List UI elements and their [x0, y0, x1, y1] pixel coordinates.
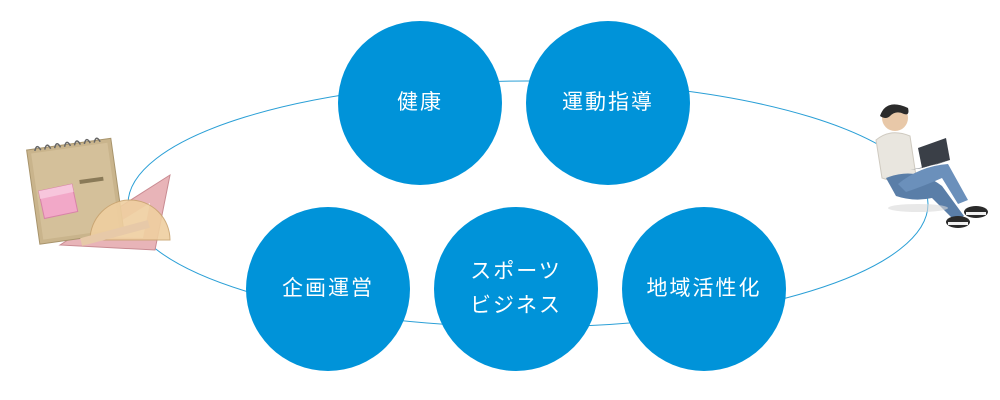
topic-label: 健康 — [397, 90, 443, 115]
topic-circle-planning-management: 企画運営 — [246, 207, 410, 371]
stationery-illustration — [26, 137, 171, 251]
topic-label: 運動指導 — [562, 90, 654, 115]
student-laptop-illustration — [875, 104, 988, 228]
topic-label: 企画運営 — [282, 276, 374, 301]
topic-circle-sports-business: スポーツ ビジネス — [434, 207, 598, 371]
topic-label-line2: ビジネス — [470, 293, 562, 317]
topic-circle-exercise-guidance: 運動指導 — [526, 21, 690, 185]
topic-label-line1: スポーツ — [470, 259, 562, 284]
topic-circle-health: 健康 — [338, 21, 502, 185]
topic-label: 地域活性化 — [646, 276, 762, 301]
topic-circle-regional-revitalization: 地域活性化 — [622, 207, 786, 371]
